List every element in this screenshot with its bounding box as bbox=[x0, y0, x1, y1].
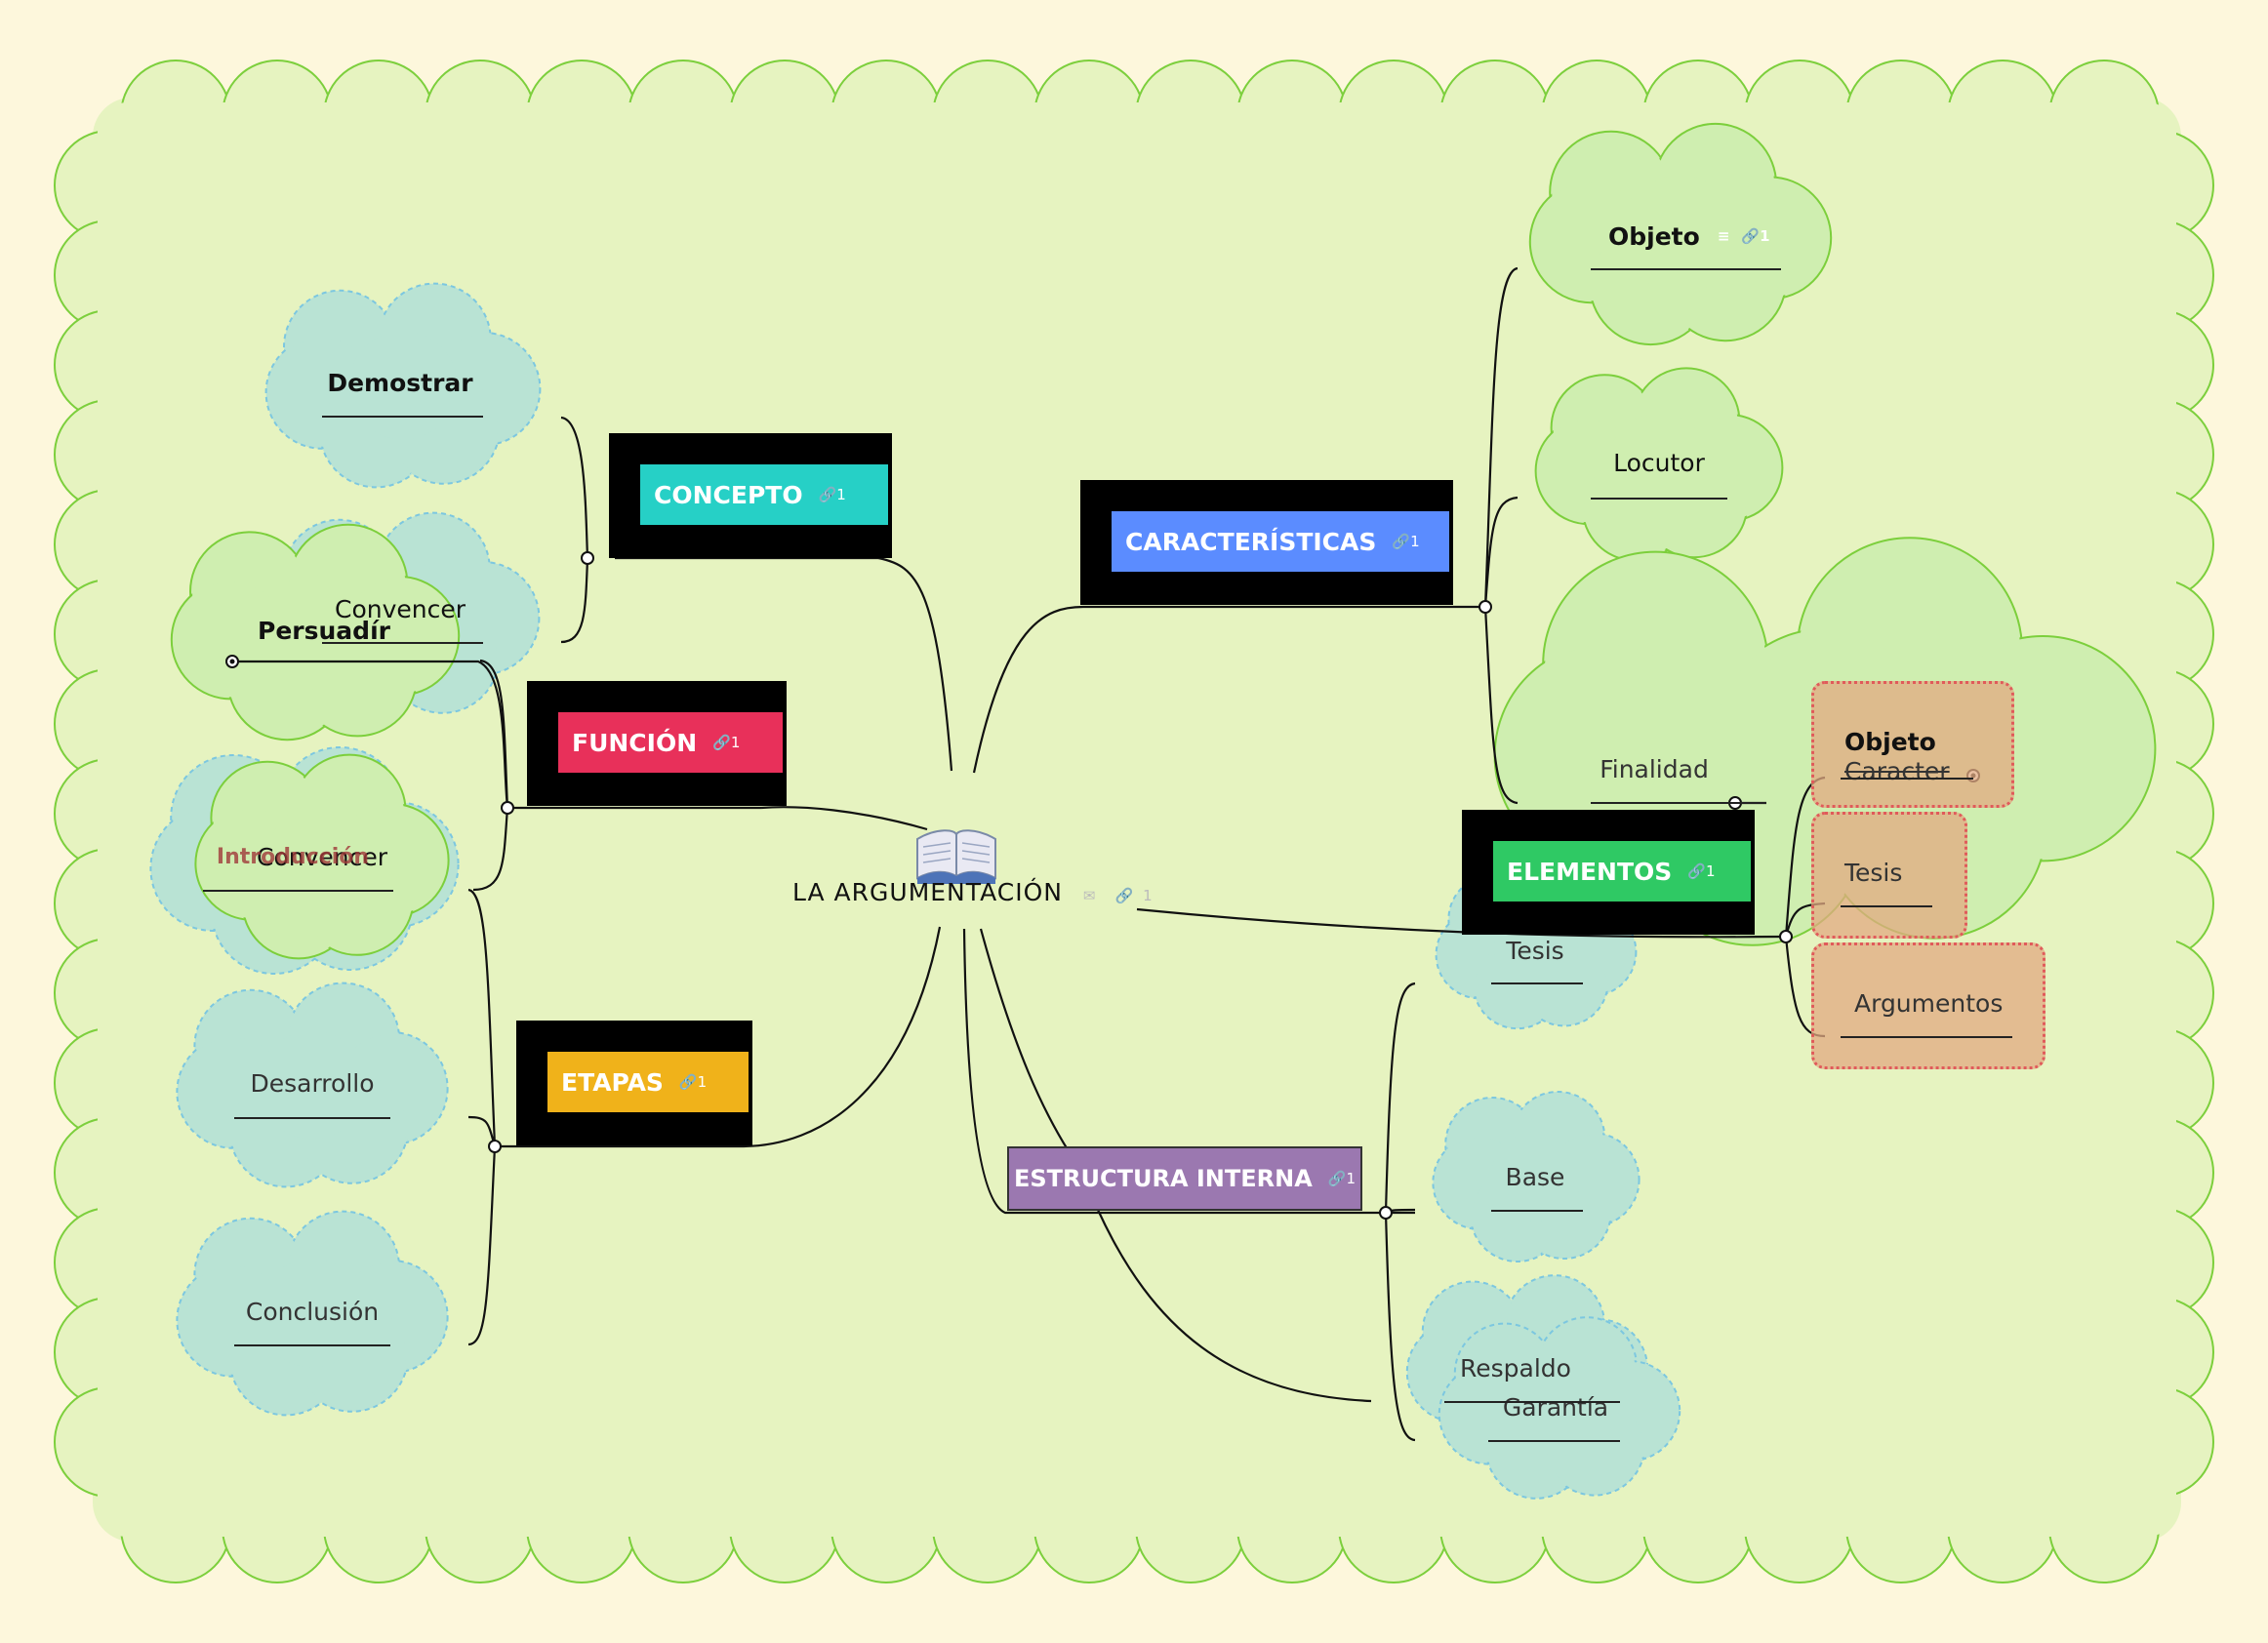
underline bbox=[1841, 905, 1932, 907]
central-link-count: 1 bbox=[1143, 887, 1154, 904]
cloud-desarrollo bbox=[176, 982, 449, 1188]
topic-estructura-interna[interactable]: ESTRUCTURA INTERNA 🔗1 bbox=[1007, 1146, 1362, 1211]
leaf-objeto-caracteristicas[interactable]: Objeto ≡ 🔗1 bbox=[1608, 221, 1770, 251]
link-icon[interactable]: 🔗1 bbox=[1392, 533, 1420, 550]
cloud-demostrar-fill bbox=[348, 331, 458, 440]
leaf-tesis-elementos[interactable]: Tesis bbox=[1844, 858, 1903, 887]
note-icon: ≡ bbox=[1717, 227, 1730, 245]
topic-etapas[interactable]: ETAPAS 🔗1 bbox=[516, 1021, 752, 1145]
book-icon bbox=[916, 829, 996, 884]
connector-funcion bbox=[760, 806, 928, 831]
cloud-base bbox=[1432, 1091, 1640, 1262]
underline bbox=[1841, 1036, 2012, 1038]
underline bbox=[1591, 802, 1766, 804]
leaf-objeto-elementos[interactable]: Objeto bbox=[1844, 727, 1936, 756]
leaf-respaldo[interactable]: Respaldo bbox=[1460, 1353, 1571, 1383]
underline bbox=[234, 1117, 390, 1119]
topic-funcion-box: FUNCIÓN 🔗1 bbox=[558, 712, 783, 773]
cloud-conclusion bbox=[176, 1210, 449, 1417]
leaf-finalidad[interactable]: Finalidad bbox=[1600, 754, 1709, 783]
topic-concepto-box: CONCEPTO 🔗1 bbox=[640, 464, 888, 525]
underline bbox=[1491, 1210, 1583, 1212]
cloud-persuadir bbox=[170, 523, 461, 741]
cloud-convencer-funcion-fill bbox=[267, 802, 377, 911]
underline bbox=[322, 416, 483, 418]
leaf-argumentos[interactable]: Argumentos bbox=[1854, 988, 2004, 1018]
link-icon[interactable]: 🔗1 bbox=[678, 1073, 708, 1091]
leaf-desarrollo[interactable]: Desarrollo bbox=[250, 1068, 375, 1098]
topic-elementos-box: ELEMENTOS 🔗1 bbox=[1493, 841, 1751, 902]
topic-caracteristicas[interactable]: CARACTERÍSTICAS 🔗1 bbox=[1080, 480, 1453, 605]
underline bbox=[1591, 268, 1781, 270]
link-icon[interactable]: 🔗 bbox=[1114, 887, 1135, 904]
leaf-demostrar[interactable]: Demostrar bbox=[327, 368, 473, 397]
cloud-locutor bbox=[1534, 367, 1784, 562]
underline bbox=[1591, 498, 1727, 500]
cloud-conclusion-fill bbox=[258, 1259, 367, 1368]
leaf-caracter[interactable]: Caracter bbox=[1844, 756, 1950, 785]
cloud-locutor-fill bbox=[1607, 413, 1711, 516]
note-icon: ✉ bbox=[1082, 887, 1097, 904]
underline bbox=[234, 1344, 390, 1346]
underline bbox=[1444, 1401, 1620, 1403]
link-icon[interactable]: 🔗1 bbox=[712, 734, 741, 751]
leaf-garantia[interactable]: Garantía bbox=[1502, 1392, 1609, 1422]
topic-funcion[interactable]: FUNCIÓN 🔗1 bbox=[527, 681, 787, 806]
connector-caracteristicas bbox=[972, 605, 1084, 774]
central-topic-label: LA ARGUMENTACIÓN bbox=[792, 878, 1063, 906]
topic-caracteristicas-label: CARACTERÍSTICAS bbox=[1125, 527, 1377, 556]
cloud-objeto-fill bbox=[1621, 175, 1740, 294]
topic-caracteristicas-box: CARACTERÍSTICAS 🔗1 bbox=[1112, 511, 1449, 572]
connector-estructura-a bbox=[979, 928, 1070, 1152]
pill-tesis bbox=[1811, 812, 1967, 939]
topic-etapas-box: ETAPAS 🔗1 bbox=[547, 1052, 749, 1112]
central-topic[interactable]: LA ARGUMENTACIÓN ✉ 🔗 1 bbox=[792, 878, 1154, 906]
leaf-conclusion[interactable]: Conclusión bbox=[245, 1297, 380, 1326]
underline bbox=[1491, 982, 1583, 984]
connector-etapas bbox=[741, 926, 942, 1148]
leaf-convencer-funcion[interactable]: Convencer bbox=[256, 842, 388, 871]
leaf-tesis-estructura[interactable]: Tesis bbox=[1506, 936, 1564, 965]
topic-concepto-label: CONCEPTO bbox=[654, 480, 803, 509]
topic-funcion-label: FUNCIÓN bbox=[572, 728, 698, 757]
underline bbox=[1841, 778, 1973, 780]
link-icon[interactable]: 🔗1 bbox=[1687, 862, 1716, 880]
topic-etapas-label: ETAPAS bbox=[561, 1067, 664, 1097]
underline bbox=[322, 642, 483, 644]
leaf-base[interactable]: Base bbox=[1505, 1162, 1565, 1191]
leaf-convencer-concepto[interactable]: Convencer bbox=[334, 594, 466, 623]
cloud-garantia-fill bbox=[1511, 1359, 1608, 1457]
topic-estructura-label: ESTRUCTURA INTERNA bbox=[1013, 1165, 1313, 1192]
pill-objeto-caracter bbox=[1811, 681, 2014, 808]
cloud-base-fill bbox=[1491, 1132, 1581, 1222]
cloud-desarrollo-fill bbox=[258, 1030, 367, 1140]
leaf-introduccion[interactable]: Introducción bbox=[216, 844, 370, 869]
topic-elementos-label: ELEMENTOS bbox=[1507, 857, 1673, 886]
connector-estructura-c bbox=[1097, 1209, 1372, 1403]
topic-elementos[interactable]: ELEMENTOS 🔗1 bbox=[1462, 810, 1755, 935]
cloud-garantia bbox=[1438, 1316, 1681, 1500]
cloud-demostrar bbox=[264, 282, 542, 489]
underline bbox=[203, 890, 393, 892]
connector-concepto bbox=[877, 556, 953, 772]
link-icon[interactable]: 🔗1 bbox=[818, 486, 846, 503]
leaf-locutor[interactable]: Locutor bbox=[1613, 448, 1705, 477]
topic-concepto[interactable]: CONCEPTO 🔗1 bbox=[609, 433, 892, 558]
link-icon[interactable]: 🔗1 bbox=[1741, 227, 1770, 245]
underline bbox=[1488, 1440, 1620, 1442]
connector-estructura-b bbox=[962, 928, 1415, 1215]
leaf-persuadir[interactable]: Persuadír bbox=[258, 616, 390, 645]
connectors bbox=[232, 266, 1826, 1442]
pill-argumentos bbox=[1811, 942, 2045, 1069]
link-icon[interactable]: 🔗1 bbox=[1327, 1170, 1357, 1187]
